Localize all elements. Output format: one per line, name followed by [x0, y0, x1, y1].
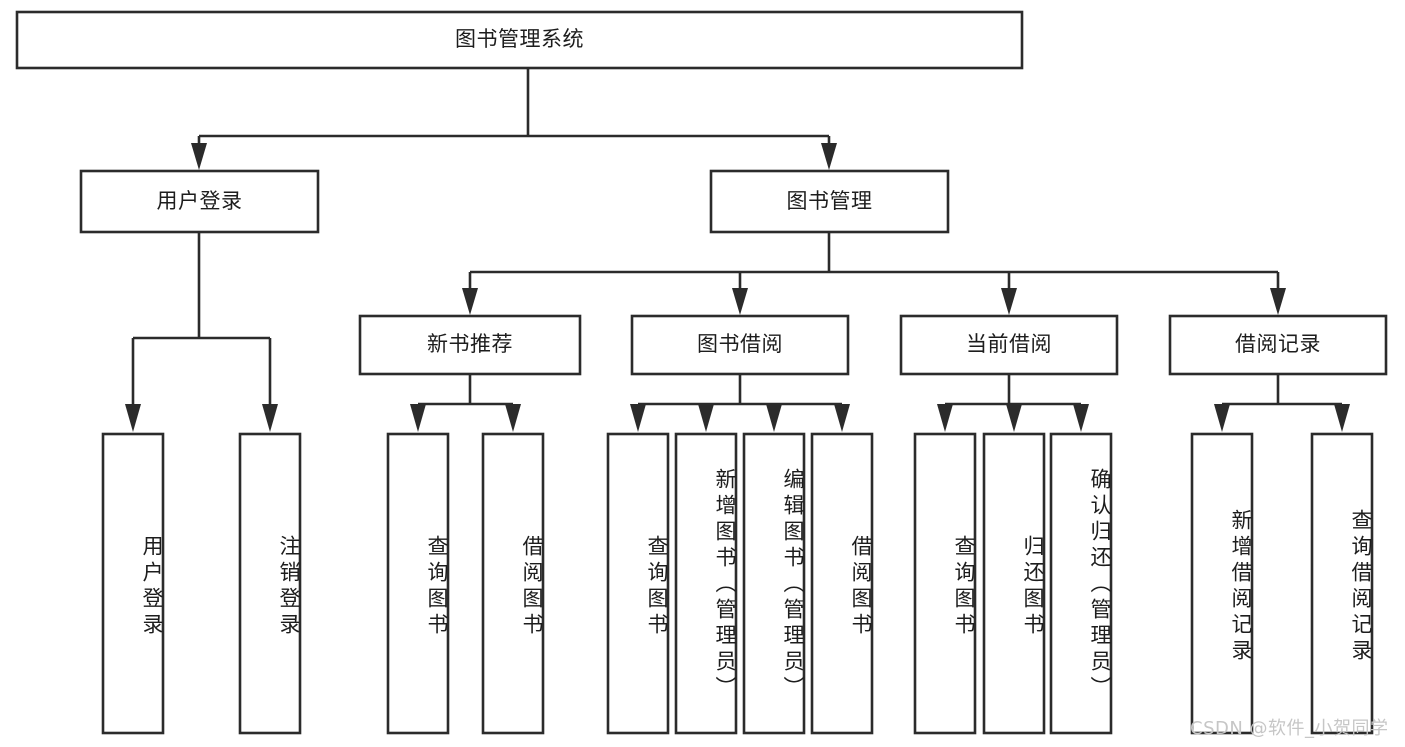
node-box-leaf-borrow-record-1[interactable]	[1310, 432, 1374, 735]
arrow-head-leaf-current-borrow-1	[1006, 404, 1022, 432]
node-box-current-borrow[interactable]	[899, 314, 1119, 376]
node-box-leaf-current-borrow-1[interactable]	[982, 432, 1046, 735]
arrow-head-leaf-user-login-0	[125, 404, 141, 432]
arrow-head-leaf-book-borrow-3	[834, 404, 850, 432]
csdn-watermark: CSDN @软件_小贺同学	[1190, 718, 1389, 739]
node-box-leaf-book-borrow-2[interactable]	[742, 432, 806, 735]
arrow-head-current-borrow	[1001, 288, 1017, 315]
node-box-leaf-new-book-0[interactable]	[386, 432, 450, 735]
arrow-head-leaf-current-borrow-0	[937, 404, 953, 432]
node-box-leaf-user-login-0[interactable]	[101, 432, 165, 735]
node-box-user-login[interactable]	[79, 169, 320, 234]
arrow-head-borrow-record	[1270, 288, 1286, 315]
node-box-book-borrow[interactable]	[630, 314, 850, 376]
arrow-head-leaf-book-borrow-0	[630, 404, 646, 432]
arrow-head-book-borrow	[732, 288, 748, 315]
node-box-borrow-record[interactable]	[1168, 314, 1388, 376]
arrow-head-leaf-current-borrow-2	[1073, 404, 1089, 432]
arrow-head-leaf-book-borrow-1	[698, 404, 714, 432]
arrow-head-user-login	[191, 143, 207, 170]
node-box-leaf-book-borrow-1[interactable]	[674, 432, 738, 735]
arrow-head-leaf-borrow-record-0	[1214, 404, 1230, 432]
node-box-leaf-borrow-record-0[interactable]	[1190, 432, 1254, 735]
arrow-head-leaf-book-borrow-2	[766, 404, 782, 432]
arrow-head-book-management	[821, 143, 837, 170]
node-box-leaf-book-borrow-3[interactable]	[810, 432, 874, 735]
node-box-root[interactable]	[15, 10, 1024, 70]
arrow-head-leaf-new-book-1	[505, 404, 521, 432]
node-box-book-management[interactable]	[709, 169, 950, 234]
node-box-leaf-current-borrow-0[interactable]	[913, 432, 977, 735]
node-box-new-book-recommend[interactable]	[358, 314, 582, 376]
arrow-head-new-book-recommend	[462, 288, 478, 315]
node-box-leaf-user-login-1[interactable]	[238, 432, 302, 735]
arrow-head-leaf-user-login-1	[262, 404, 278, 432]
arrow-head-leaf-new-book-0	[410, 404, 426, 432]
node-box-leaf-book-borrow-0[interactable]	[606, 432, 670, 735]
node-box-leaf-current-borrow-2[interactable]	[1049, 432, 1113, 735]
node-box-leaf-new-book-1[interactable]	[481, 432, 545, 735]
arrow-head-leaf-borrow-record-1	[1334, 404, 1350, 432]
